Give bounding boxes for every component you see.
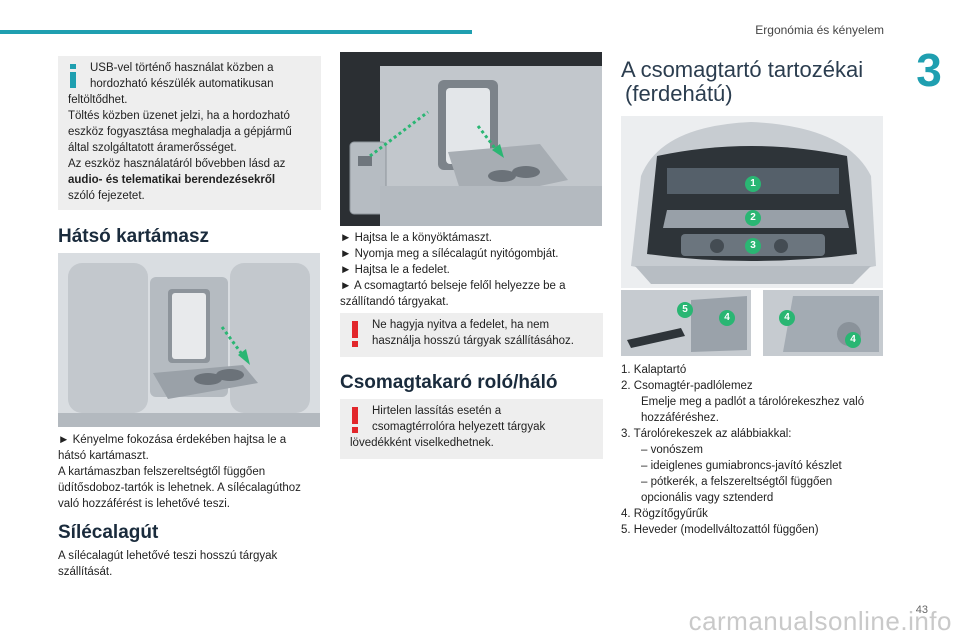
accessories-list: 1. Kalaptartó 2. Csomagtér-padlólemez Em… bbox=[621, 362, 891, 538]
info-text: által szolgáltatott áramerősséget. bbox=[68, 142, 237, 154]
heading-rear-armrest: Hátsó kartámasz bbox=[58, 226, 210, 247]
info-text: hordozható készülék automatikusan bbox=[90, 78, 274, 90]
header-accent-bar bbox=[0, 30, 472, 34]
callout-1: 1 bbox=[745, 176, 761, 192]
illustration-boot-side-right: 4 4 bbox=[763, 290, 883, 356]
info-text: feltöltődhet. bbox=[68, 94, 128, 106]
illustration-boot-side-left: 5 4 bbox=[621, 290, 751, 356]
body-text: hátsó kartámaszt. bbox=[58, 450, 149, 462]
list-item-detail: Emelje meg a padlót a tárolórekeszhez va… bbox=[641, 396, 865, 408]
warning-text: lövedékként viselkedhetnek. bbox=[350, 437, 494, 449]
step-text: szállítandó tárgyakat. bbox=[340, 296, 449, 308]
list-item: 4. Rögzítőgyűrűk bbox=[621, 508, 708, 520]
body-text: A sílécalagút lehetővé teszi hosszú tárg… bbox=[58, 550, 278, 562]
page-number: 43 bbox=[915, 604, 928, 616]
heading-boot-accessories: A csomagtartó tartozékai (ferdehátú) bbox=[621, 58, 863, 106]
warning-text: csomagtérrolóra helyezett tárgyak bbox=[372, 421, 546, 433]
step-text: ► Nyomja meg a sílécalagút nyitógombját. bbox=[340, 248, 559, 260]
body-text: A kartámaszban felszereltségtől függően bbox=[58, 466, 266, 478]
warning-text: használja hosszú tárgyak szállításához. bbox=[372, 335, 574, 347]
illustration-boot: 1 2 3 bbox=[621, 116, 883, 288]
info-text: eszköz fogyasztása meghaladja a gépjármű bbox=[68, 126, 292, 138]
callout-4: 4 bbox=[779, 310, 795, 326]
warning-icon bbox=[352, 407, 358, 433]
callout-3: 3 bbox=[745, 238, 761, 254]
illustration-rear-armrest bbox=[58, 253, 320, 427]
callout-5: 5 bbox=[677, 302, 693, 318]
heading-load-cover: Csomagtakaró roló/háló bbox=[340, 372, 558, 393]
heading-line: A csomagtartó tartozékai bbox=[621, 57, 864, 82]
section-header: Ergonómia és kényelem bbox=[755, 23, 884, 37]
info-text: Töltés közben üzenet jelzi, ha a hordozh… bbox=[68, 110, 290, 122]
list-item: 3. Tárolórekeszek az alábbiakkal: bbox=[621, 428, 792, 440]
info-box-usb: USB-vel történő használat közben a hordo… bbox=[58, 56, 321, 210]
warning-icon bbox=[352, 321, 358, 347]
info-icon bbox=[70, 64, 76, 88]
callout-4: 4 bbox=[845, 332, 861, 348]
list-item: 1. Kalaptartó bbox=[621, 364, 687, 376]
heading-ski-hatch: Sílécalagút bbox=[58, 522, 159, 543]
info-text: szóló fejezetet. bbox=[68, 190, 145, 202]
heading-line: (ferdehátú) bbox=[625, 81, 733, 106]
body-text: ► Kényelme fokozása érdekében hajtsa le … bbox=[58, 434, 287, 446]
body-text: szállítását. bbox=[58, 566, 113, 578]
callout-4: 4 bbox=[719, 310, 735, 326]
list-item-detail: – pótkerék, a felszereltségtől függően bbox=[641, 476, 833, 488]
body-text: való hozzáférést is lehetővé teszi. bbox=[58, 498, 230, 510]
warning-box-hatch: Ne hagyja nyitva a fedelet, ha nem haszn… bbox=[340, 313, 603, 357]
body-text: üdítősdoboz-tartók is lehetnek. A síléca… bbox=[58, 482, 301, 494]
info-text: Az eszköz használatáról bővebben lásd az bbox=[68, 158, 286, 170]
illustration-ski-hatch bbox=[340, 52, 602, 226]
warning-box-cover: Hirtelen lassítás esetén a csomagtérroló… bbox=[340, 399, 603, 459]
step-text: ► A csomagtartó belseje felől helyezze b… bbox=[340, 280, 566, 292]
list-item-detail: opcionális vagy sztenderd bbox=[641, 492, 774, 504]
callout-2: 2 bbox=[745, 210, 761, 226]
list-item: 2. Csomagtér-padlólemez bbox=[621, 380, 753, 392]
watermark: carmanualsonline.info bbox=[688, 606, 952, 636]
list-item-detail: – ideiglenes gumiabroncs-javító készlet bbox=[641, 460, 842, 472]
info-text: USB-vel történő használat közben a bbox=[90, 62, 274, 74]
list-item: 5. Heveder (modellváltozattól függően) bbox=[621, 524, 819, 536]
warning-text: Ne hagyja nyitva a fedelet, ha nem bbox=[372, 319, 550, 331]
step-text: ► Hajtsa le a fedelet. bbox=[340, 264, 450, 276]
warning-text: Hirtelen lassítás esetén a bbox=[372, 405, 502, 417]
list-item-detail: – vonószem bbox=[641, 444, 704, 456]
info-text-bold: audio- és telematikai berendezésekről bbox=[68, 174, 276, 186]
chapter-number: 3 bbox=[916, 44, 942, 96]
list-item-detail: hozzáféréshez. bbox=[641, 412, 719, 424]
step-text: ► Hajtsa le a könyöktámaszt. bbox=[340, 232, 492, 244]
